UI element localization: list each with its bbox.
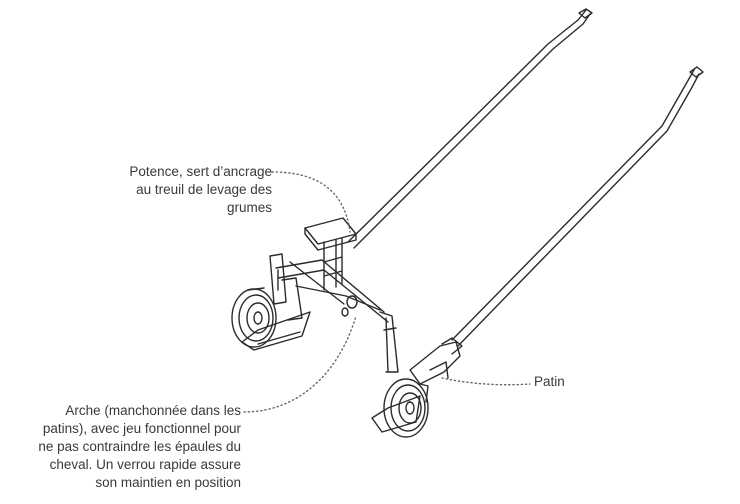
label-patin: Patin	[534, 374, 565, 389]
label-line: patins), avec jeu fonctionnel pour	[42, 421, 241, 436]
left-shaft	[347, 8, 593, 249]
right-shaft	[451, 66, 704, 347]
label-potence: Potence, sert d’ancrage au treuil de lev…	[129, 163, 272, 217]
label-line: ne pas contraindre les épaules du	[38, 439, 241, 454]
leader-patin	[441, 377, 531, 386]
label-arche: Arche (manchonnée dans les patins), avec…	[38, 402, 241, 492]
label-line: Potence, sert d’ancrage	[129, 164, 272, 179]
label-line: son maintien en position	[95, 475, 241, 490]
label-line: cheval. Un verrou rapide assure	[49, 457, 241, 472]
right-arch-leg	[379, 311, 399, 373]
leader-arche	[243, 315, 357, 413]
label-line: Arche (manchonnée dans les	[65, 403, 241, 418]
label-line: grumes	[226, 200, 272, 215]
leader-potence	[271, 171, 351, 233]
left-wheel	[231, 287, 277, 348]
right-wheel	[383, 378, 429, 438]
label-line: au treuil de levage des	[136, 182, 272, 197]
arch-crossbeam	[275, 259, 389, 323]
